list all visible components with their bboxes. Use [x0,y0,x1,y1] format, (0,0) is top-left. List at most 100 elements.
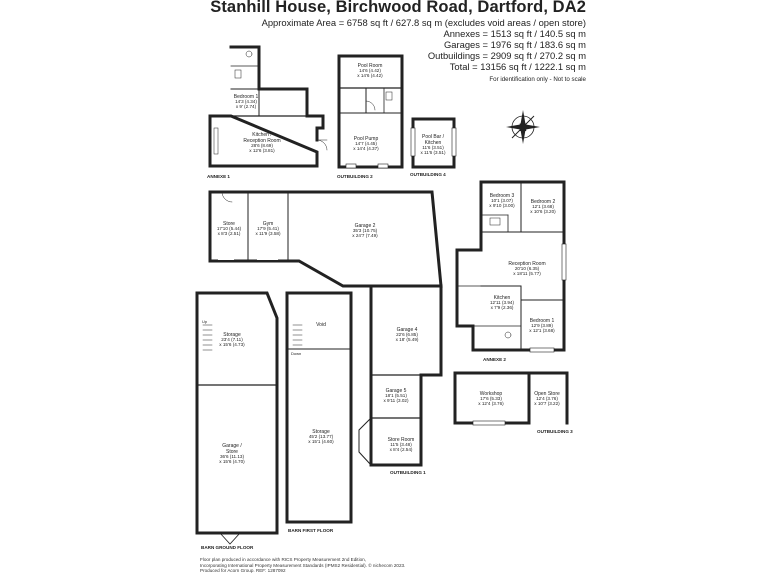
room-dimension: x 15'1 (4.60) [308,439,334,444]
total-area-text: Total = 13156 sq ft / 1222.1 sq m [449,61,586,73]
room-dimension: x 11'9 (3.58) [255,231,281,236]
room-dimension: x 8'3 (2.51) [218,231,241,236]
room-dimension: 18'1 (5.51) [385,393,407,398]
room-dimension: 17'10 (5.44) [217,226,242,231]
room-dimension: x 8'4 (2.54) [390,447,413,452]
room-name: Bedroom 2 [531,199,556,205]
room-name: Pool Pump [354,136,379,142]
room-dimension: 28'6 (8.69) [251,143,273,148]
page-title: Stanhill House, Birchwood Road, Dartford… [210,0,586,16]
area-summary: Approximate Area = 6758 sq ft / 627.8 sq… [262,17,586,86]
annexes-area-text: Annexes = 1513 sq ft / 140.5 sq m [443,28,586,40]
room-name: Pool Room [358,63,383,69]
approx-area-text: Approximate Area = 6758 sq ft / 627.8 sq… [261,17,586,28]
room-name: Bedroom 1 [234,94,259,100]
room-dimension: 12'4 (3.76) [536,396,558,401]
room-dimension: x 15'6 (4.70) [219,459,245,464]
room-name: Gym [263,221,274,227]
outbuilding-1-label: OUTBUILDING 1 [390,470,426,475]
room-dimension: x 14'4 (4.37) [353,146,379,151]
room-dimension: x 9'10 (3.00) [489,203,515,208]
footer-line: Produced for Acorn Group. REF: 1287092 [200,568,286,574]
room-dimension: 12'1 (3.68) [532,204,554,209]
stair-down-label: Down [291,351,301,356]
stair-up-label: Up [202,319,208,324]
north-compass-icon [506,110,540,144]
outbuildings-area-text: Outbuildings = 2909 sq ft / 270.2 sq m [427,50,586,62]
room-dimension: 17'6 (5.33) [480,396,502,401]
barn-first-floor-plan [285,291,353,524]
room-dimension: x 11'6 (3.51) [420,150,446,155]
room-dimension: x 9'11 (3.02) [383,398,409,403]
room-dimension: 11'6 (3.51) [422,145,444,150]
room-name: Garage / [222,443,242,449]
room-name: Kitchen / [252,132,272,138]
room-name: Garage 5 [386,388,407,394]
room-name: Workshop [480,391,503,397]
room-name: Pool Bar / [422,134,445,140]
room-dimension: 12'11 (3.94) [490,300,515,305]
room-name: Bedroom 3 [490,193,515,199]
room-dimension: 14'6 (4.42) [359,68,381,73]
room-dimension: 10'1 (3.07) [491,198,513,203]
outbuilding-2-plan [337,54,404,169]
room-dimension: x 9' (2.74) [236,104,257,109]
garage-block-plan [208,190,443,467]
room-dimension: x 12'1 (3.68) [529,328,555,333]
room-dimension: x 15'6 (4.73) [219,342,245,347]
room-dimension: 22'6 (6.85) [396,332,418,337]
room-name: Reception Room [243,138,280,144]
garages-area-text: Garages = 1976 sq ft / 183.6 sq m [443,39,586,51]
footer-line: Incorporating International Property Mea… [200,562,406,568]
room-dimension: x 12'4 (3.76) [478,401,504,406]
outbuilding-4-label: OUTBUILDING 4 [410,172,446,177]
room-dimension: x 12'6 (3.81) [249,148,275,153]
barn-first-floor-label: BARN FIRST FLOOR [288,528,334,533]
room-dimension: x 18' (5.49) [396,337,419,342]
outbuilding-2-label: OUTBUILDING 2 [337,174,373,179]
room-name: Storage [312,429,330,435]
room-dimension: x 10'6 (3.20) [530,209,556,214]
room-name: Kitchen [425,140,442,146]
room-dimension: 45'2 (13.77) [309,434,334,439]
room-labels: Bedroom 1 14'3 (4.34) x 9' (2.74) Kitche… [217,63,560,464]
footer-line: Floor plan produced in accordance with R… [200,557,366,562]
room-dimension: x 10'7 (3.22) [534,401,560,406]
outbuilding-4-plan [410,117,457,169]
room-dimension: x 14'6 (4.42) [357,73,383,78]
room-dimension: 20'10 (6.35) [515,266,540,271]
room-dimension: 35'3 (10.75) [353,228,378,233]
room-name: Store [226,449,238,455]
footer-note: Floor plan produced in accordance with R… [200,557,405,574]
room-name: Store Room [388,437,415,443]
room-name: Bedroom 1 [530,318,555,324]
room-dimension: 23'4 (7.11) [221,337,243,342]
annexe-1-plan [208,45,328,168]
room-dimension: 14'3 (4.34) [235,99,257,104]
barn-ground-floor-plan [195,291,279,545]
room-dimension: 12'9 (3.89) [531,323,553,328]
room-name: Kitchen [494,295,511,301]
room-dimension: 36'6 (11.13) [220,454,245,459]
room-dimension: 11'5 (3.48) [390,442,412,447]
room-name: Open Store [534,391,560,397]
identification-note: For identification only - Not to scale [489,76,586,84]
annexe-1-label: ANNEXE 1 [207,174,230,179]
outbuilding-3-plan [453,371,569,426]
annexe-2-plan [455,180,567,353]
outbuilding-3-label: OUTBUILDING 3 [537,429,573,434]
room-name: Void [316,322,326,328]
room-dimension: 17'9 (5.41) [257,226,279,231]
room-name: Storage [223,332,241,338]
room-name: Store [223,221,235,227]
compass-north-letter: N [519,122,527,134]
room-name: Garage 4 [397,327,418,333]
room-dimension: x 18'11 (5.77) [513,271,541,276]
room-name: Reception Room [508,261,545,267]
annexe-2-label: ANNEXE 2 [483,357,506,362]
room-dimension: 14'7 (4.45) [355,141,377,146]
room-name: Garage 2 [355,223,376,229]
barn-ground-floor-label: BARN GROUND FLOOR [201,545,254,550]
building-labels: ANNEXE 1 OUTBUILDING 2 OUTBUILDING 4 ANN… [201,172,573,550]
